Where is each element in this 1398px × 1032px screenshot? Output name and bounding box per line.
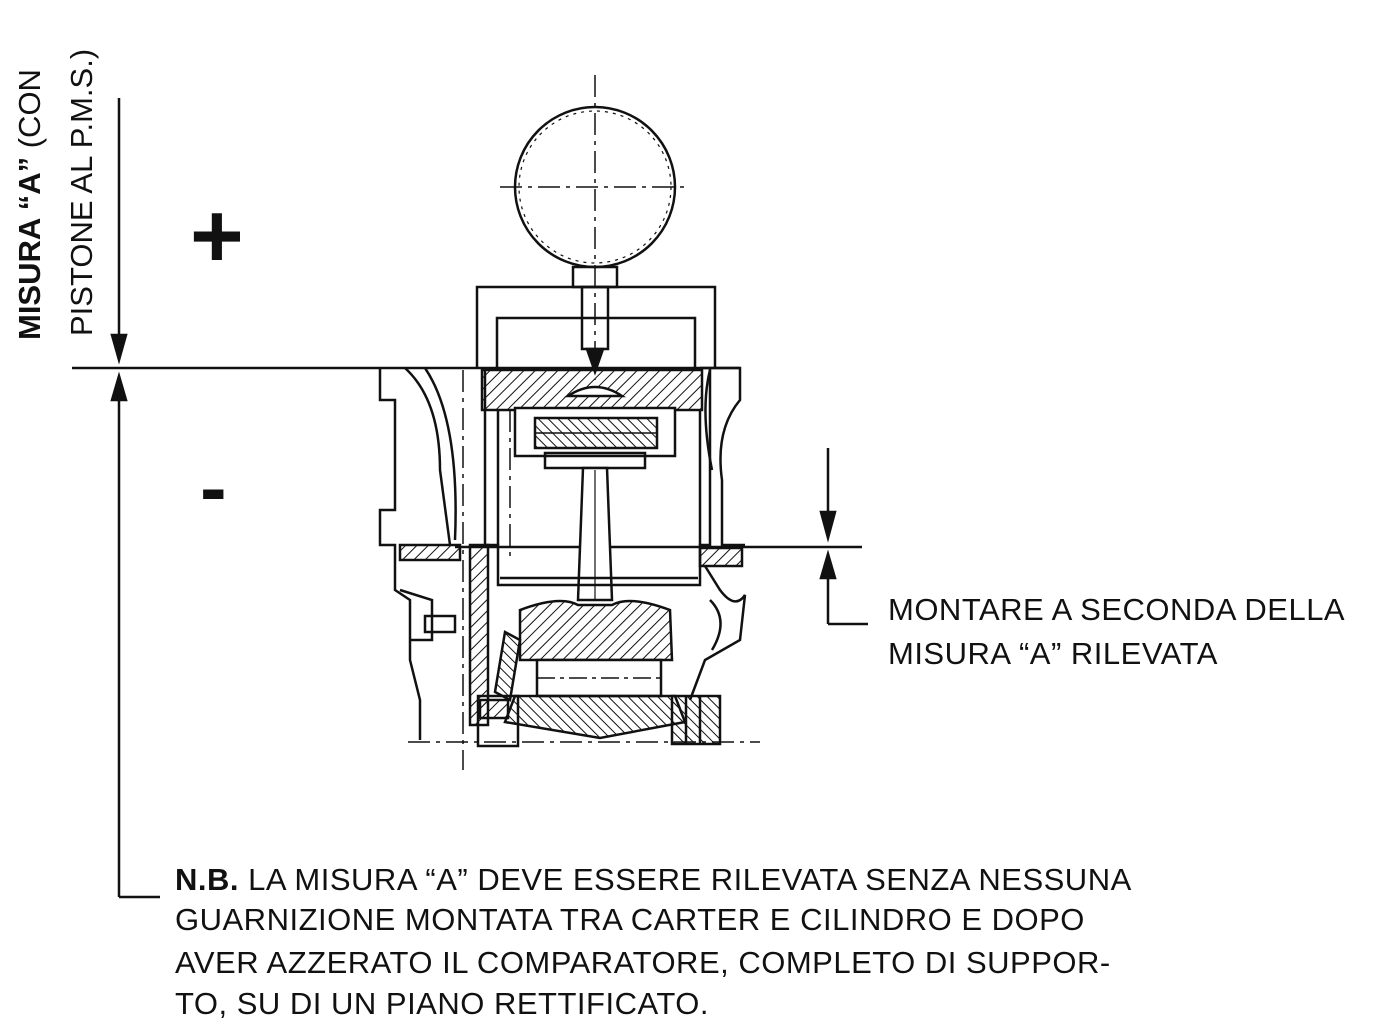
mount-instruction-line2: MISURA “A” RILEVATA bbox=[888, 636, 1218, 671]
dial-gauge bbox=[500, 75, 690, 380]
measure-a-label: MISURA “A” (CON bbox=[12, 69, 47, 340]
plus-sign: + bbox=[190, 185, 244, 287]
note-line3: AVER AZZERATO IL COMPARATORE, COMPLETO D… bbox=[175, 945, 1111, 980]
minus-sign: - bbox=[200, 443, 227, 532]
crankcase-left bbox=[378, 367, 522, 748]
connecting-rod bbox=[503, 466, 687, 740]
note-prefix: N.B. bbox=[175, 862, 239, 897]
measure-a-condition-label: PISTONE AL P.M.S.) bbox=[64, 48, 99, 336]
measure-a-dimension bbox=[110, 98, 160, 899]
mount-instruction-line1: MONTARE A SECONDA DELLA bbox=[888, 592, 1346, 627]
note-line4: TO, SU DI UN PIANO RETTIFICATO. bbox=[175, 986, 709, 1021]
gauge-support bbox=[475, 285, 717, 368]
note-line2: GUARNIZIONE MONTATA TRA CARTER E CILINDR… bbox=[175, 902, 1085, 937]
crankcase-right bbox=[670, 366, 747, 746]
note-line1: N.B. LA MISURA “A” DEVE ESSERE RILEVATA … bbox=[175, 862, 1132, 897]
mount-dimension bbox=[455, 448, 868, 626]
